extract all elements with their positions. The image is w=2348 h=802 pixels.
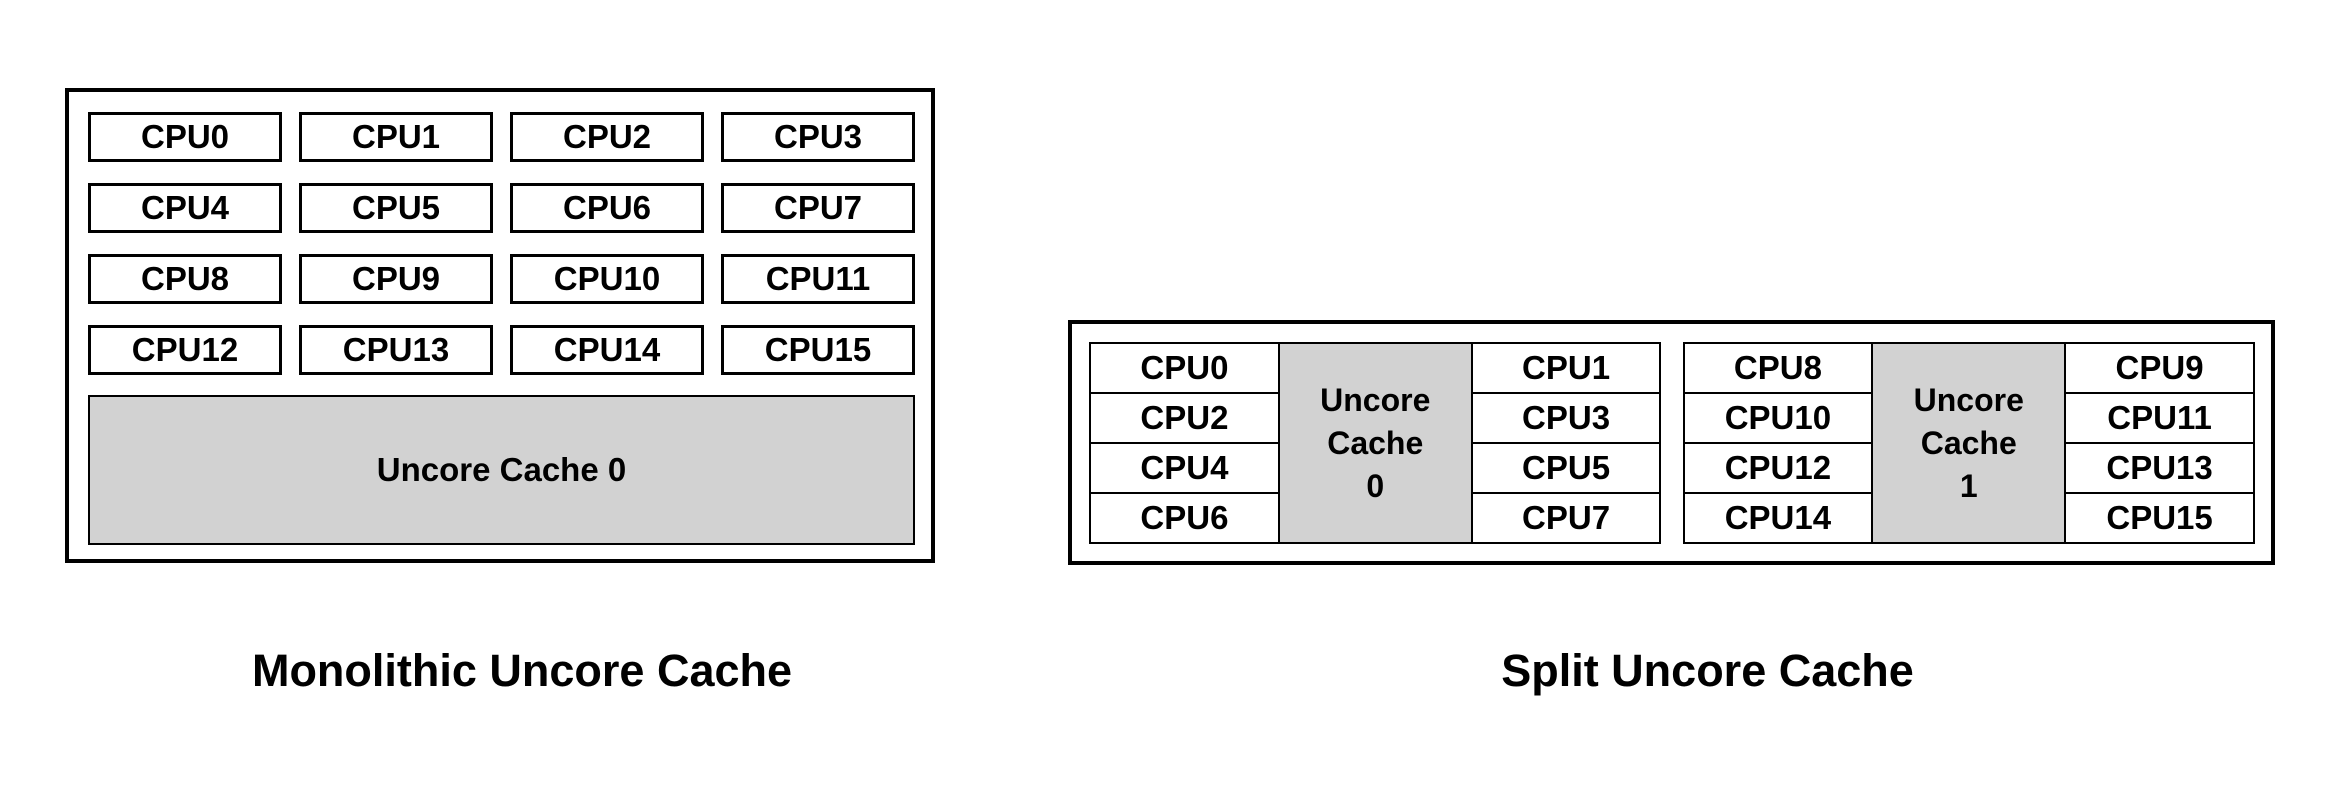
cpu-cell: CPU4 (88, 183, 282, 233)
cache-label-line: Cache (1327, 424, 1424, 461)
cpu-cell: CPU11 (721, 254, 915, 304)
cpu-cell: CPU7 (721, 183, 915, 233)
uncore-cache-0-box: Uncore Cache 0 (1277, 342, 1473, 544)
cpu-cell: CPU7 (1470, 492, 1662, 544)
cluster-0: CPU0 CPU2 CPU4 CPU6 Uncore Cache 0 CPU1 … (1089, 342, 1662, 544)
cluster-0-left-cpu-column: CPU0 CPU2 CPU4 CPU6 (1089, 342, 1280, 544)
cpu-cell: CPU9 (2064, 342, 2255, 394)
cpu-cell: CPU2 (1089, 392, 1280, 444)
cpu-cell: CPU15 (2064, 492, 2255, 544)
cpu-cell: CPU3 (1470, 392, 1662, 444)
cpu-cell: CPU10 (1682, 392, 1874, 444)
cpu-cell: CPU14 (510, 325, 704, 375)
cpu-cell: CPU12 (1682, 442, 1874, 494)
cluster-1: CPU8 CPU10 CPU12 CPU14 Uncore Cache 1 CP… (1682, 342, 2256, 544)
cpu-cell: CPU13 (299, 325, 493, 375)
cpu-cell: CPU14 (1682, 492, 1874, 544)
caption-monolithic: Monolithic Uncore Cache (251, 645, 793, 696)
cluster-0-right-cpu-column: CPU1 CPU3 CPU5 CPU7 (1470, 342, 1662, 544)
cpu-cell: CPU2 (510, 112, 704, 162)
cpu-grid: CPU0 CPU1 CPU2 CPU3 CPU4 CPU5 CPU6 CPU7 … (88, 112, 915, 375)
cache-label-line: 1 (1959, 467, 1978, 504)
cpu-cell: CPU0 (88, 112, 282, 162)
cache-label-line: Uncore (1913, 381, 2024, 418)
cpu-cell: CPU5 (1470, 442, 1662, 494)
cpu-cell: CPU9 (299, 254, 493, 304)
cpu-cell: CPU4 (1089, 442, 1280, 494)
diagram-split-uncore-cache: CPU0 CPU2 CPU4 CPU6 Uncore Cache 0 CPU1 … (1068, 320, 2275, 565)
cpu-cell: CPU1 (299, 112, 493, 162)
cpu-cell: CPU11 (2064, 392, 2255, 444)
cpu-cell: CPU0 (1089, 342, 1280, 394)
cpu-cell: CPU6 (1089, 492, 1280, 544)
cache-label-line: Uncore (1320, 381, 1431, 418)
cluster-1-left-cpu-column: CPU8 CPU10 CPU12 CPU14 (1682, 342, 1874, 544)
uncore-cache-1-box: Uncore Cache 1 (1871, 342, 2067, 544)
cpu-cell: CPU8 (1682, 342, 1874, 394)
cpu-cell: CPU5 (299, 183, 493, 233)
cache-label-line: 0 (1366, 467, 1385, 504)
cache-label-line: Cache (1920, 424, 2017, 461)
cpu-cell: CPU8 (88, 254, 282, 304)
cpu-cell: CPU12 (88, 325, 282, 375)
caption-split: Split Uncore Cache (1501, 645, 1914, 696)
cpu-cell: CPU10 (510, 254, 704, 304)
uncore-cache-0-box: Uncore Cache 0 (88, 395, 915, 545)
cpu-cell: CPU1 (1470, 342, 1662, 394)
cpu-cell: CPU6 (510, 183, 704, 233)
diagram-monolithic-uncore-cache: CPU0 CPU1 CPU2 CPU3 CPU4 CPU5 CPU6 CPU7 … (65, 88, 935, 563)
cpu-cell: CPU13 (2064, 442, 2255, 494)
cluster-1-right-cpu-column: CPU9 CPU11 CPU13 CPU15 (2064, 342, 2255, 544)
cpu-cell: CPU3 (721, 112, 915, 162)
cpu-cell: CPU15 (721, 325, 915, 375)
